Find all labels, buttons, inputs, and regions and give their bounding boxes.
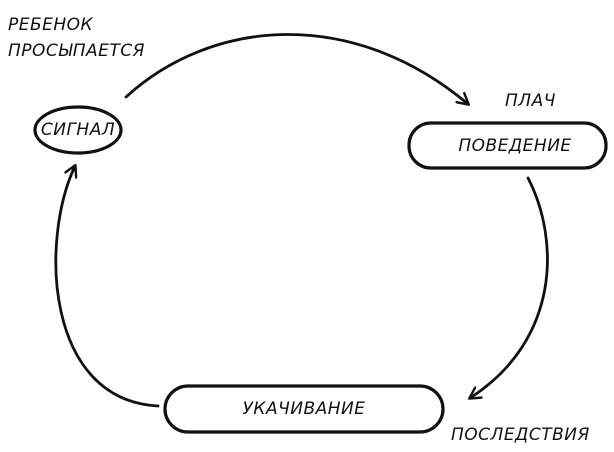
node-behavior-label: ПОВЕДЕНИЕ (458, 136, 572, 156)
node-behavior-shape (407, 121, 608, 170)
edge-signal-to-behavior (124, 33, 468, 104)
edge-behavior-to-rocking (470, 176, 549, 398)
node-signal-shape (33, 105, 123, 155)
annotation-wake-line1: РЕБЕНОК (8, 15, 94, 35)
annotation-wake-line2: ПРОСЫПАЕТСЯ (8, 41, 145, 61)
node-rocking-label: УКАЧИВАНИЕ (242, 399, 366, 419)
annotation-cry: ПЛАЧ (505, 91, 556, 111)
node-rocking-shape (163, 384, 445, 434)
node-signal-label: СИГНАЛ (40, 120, 116, 140)
edge-rocking-to-signal (54, 166, 160, 408)
annotation-consequences: ПОСЛЕДСТВИЯ (451, 425, 590, 445)
